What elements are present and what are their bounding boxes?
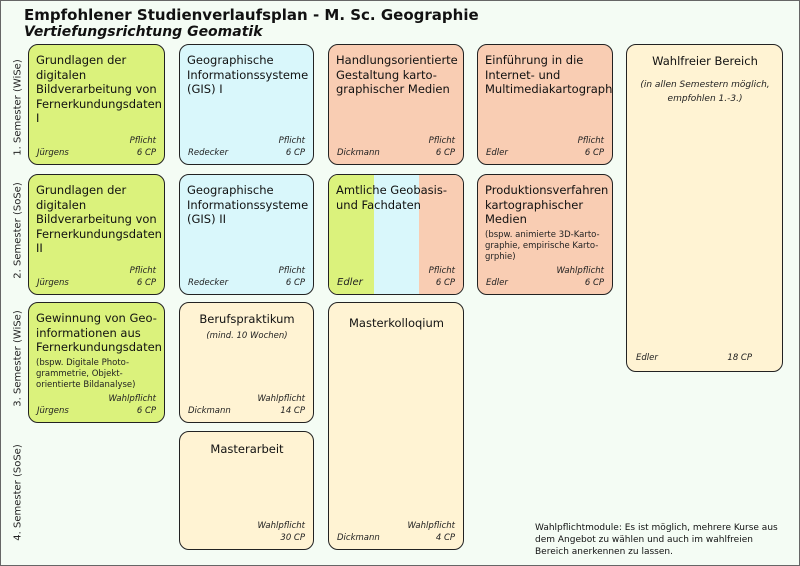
module-type: Pflicht <box>129 266 156 276</box>
module-lecturer: Edler <box>636 353 658 363</box>
module-card-geobasisdaten: Amtliche Geobasis- und Fachdaten Pflicht… <box>328 174 464 295</box>
module-credits: 6 CP <box>435 278 455 288</box>
module-credits: 6 CP <box>584 148 604 158</box>
module-title: Berufspraktikum <box>199 312 295 326</box>
semester-label-1: 1. Semester (WiSe) <box>12 59 24 156</box>
footnote: Wahlpflichtmodule: Es ist möglich, mehre… <box>535 523 778 557</box>
module-type: Wahlpflicht <box>407 521 455 531</box>
module-credits: 4 CP <box>435 533 455 543</box>
module-lecturer: Dickmann <box>337 148 380 158</box>
module-card-fernerkundung-1: Grundlagen der digitalen Bildverarbeitun… <box>28 44 165 165</box>
module-note: (bspw. Digitale Photo-grammetrie, Objekt… <box>36 358 136 390</box>
module-card-fernerkundung-2: Grundlagen der digitalen Bildverarbeitun… <box>28 174 165 295</box>
module-type: Wahlpflicht <box>108 394 156 404</box>
module-lecturer: Dickmann <box>337 533 380 543</box>
module-type: Wahlpflicht <box>257 394 305 404</box>
module-title: Wahlfreier Bereich <box>652 54 758 68</box>
module-lecturer: Edler <box>486 148 508 158</box>
module-title: Handlungsorientierte Gestaltung karto-gr… <box>336 53 458 96</box>
module-card-masterkolloquium: Masterkolloqium Wahlpflicht Dickmann 4 C… <box>328 302 464 550</box>
page-title: Empfohlener Studienverlaufsplan - M. Sc.… <box>24 6 479 24</box>
module-lecturer: Edler <box>337 277 363 288</box>
module-type: Wahlpflicht <box>556 266 604 276</box>
module-note: (mind. 10 Wochen) <box>206 331 288 341</box>
module-credits: 6 CP <box>136 406 156 416</box>
module-lecturer: Edler <box>486 278 508 288</box>
module-title: Produktionsverfahren kartographischer Me… <box>485 183 609 226</box>
module-type: Pflicht <box>428 266 455 276</box>
module-card-produktionsverfahren: Produktionsverfahren kartographischer Me… <box>477 174 613 295</box>
module-card-wahlfreier-bereich: Wahlfreier Bereich (in allen Semestern m… <box>626 44 783 372</box>
module-credits: 6 CP <box>136 148 156 158</box>
module-lecturer: Jürgens <box>37 406 69 416</box>
color-band-green <box>329 175 374 294</box>
module-title: Masterarbeit <box>210 442 284 456</box>
color-band-orange <box>419 175 463 294</box>
module-title: Einführung in die Internet- und Multimed… <box>485 53 613 96</box>
module-type: Pflicht <box>278 136 305 146</box>
module-type: Pflicht <box>278 266 305 276</box>
module-note: (in allen Semestern möglich, empfohlen 1… <box>640 80 770 104</box>
module-title: Gewinnung von Geo-informationen aus Fern… <box>36 311 162 354</box>
module-title: Masterkolloqium <box>349 316 444 330</box>
module-credits: 18 CP <box>727 353 752 363</box>
module-lecturer: Redecker <box>188 278 229 288</box>
module-credits: 14 CP <box>280 406 305 416</box>
module-title: Geographische Informationssysteme (GIS) … <box>187 183 309 226</box>
module-credits: 6 CP <box>584 278 604 288</box>
module-lecturer: Jürgens <box>37 278 69 288</box>
module-credits: 6 CP <box>285 148 305 158</box>
module-type: Pflicht <box>129 136 156 146</box>
module-credits: 6 CP <box>285 278 305 288</box>
color-band-blue <box>374 175 419 294</box>
module-card-gis-2: Geographische Informationssysteme (GIS) … <box>179 174 314 295</box>
module-card-gis-1: Geographische Informationssysteme (GIS) … <box>179 44 314 165</box>
module-lecturer: Redecker <box>188 148 229 158</box>
module-type: Pflicht <box>577 136 604 146</box>
module-title: Grundlagen der digitalen Bildverarbeitun… <box>36 53 162 125</box>
module-card-internet-kartographie: Einführung in die Internet- und Multimed… <box>477 44 613 165</box>
module-title: Amtliche Geobasis- und Fachdaten <box>336 183 448 212</box>
module-card-masterarbeit: Masterarbeit Wahlpflicht 30 CP <box>179 431 314 550</box>
module-title: Geographische Informationssysteme (GIS) … <box>187 53 309 96</box>
module-type: Wahlpflicht <box>257 521 305 531</box>
semester-label-3: 3. Semester (WiSe) <box>12 310 24 407</box>
module-type: Pflicht <box>428 136 455 146</box>
module-lecturer: Dickmann <box>188 406 231 416</box>
module-note: (bspw. animierte 3D-Karto-graphie, empir… <box>485 230 600 262</box>
semester-label-4: 4. Semester (SoSe) <box>12 444 24 541</box>
module-credits: 6 CP <box>435 148 455 158</box>
module-title: Grundlagen der digitalen Bildverarbeitun… <box>36 183 162 255</box>
module-credits: 6 CP <box>136 278 156 288</box>
module-lecturer: Jürgens <box>37 148 69 158</box>
page-subtitle: Vertiefungsrichtung Geomatik <box>24 24 263 40</box>
semester-label-2: 2. Semester (SoSe) <box>12 182 24 279</box>
module-credits: 30 CP <box>280 533 305 543</box>
module-card-kartographische-medien: Handlungsorientierte Gestaltung karto-gr… <box>328 44 464 165</box>
module-card-geoinformationen: Gewinnung von Geo-informationen aus Fern… <box>28 302 165 423</box>
module-card-berufspraktikum: Berufspraktikum (mind. 10 Wochen) Wahlpf… <box>179 302 314 423</box>
